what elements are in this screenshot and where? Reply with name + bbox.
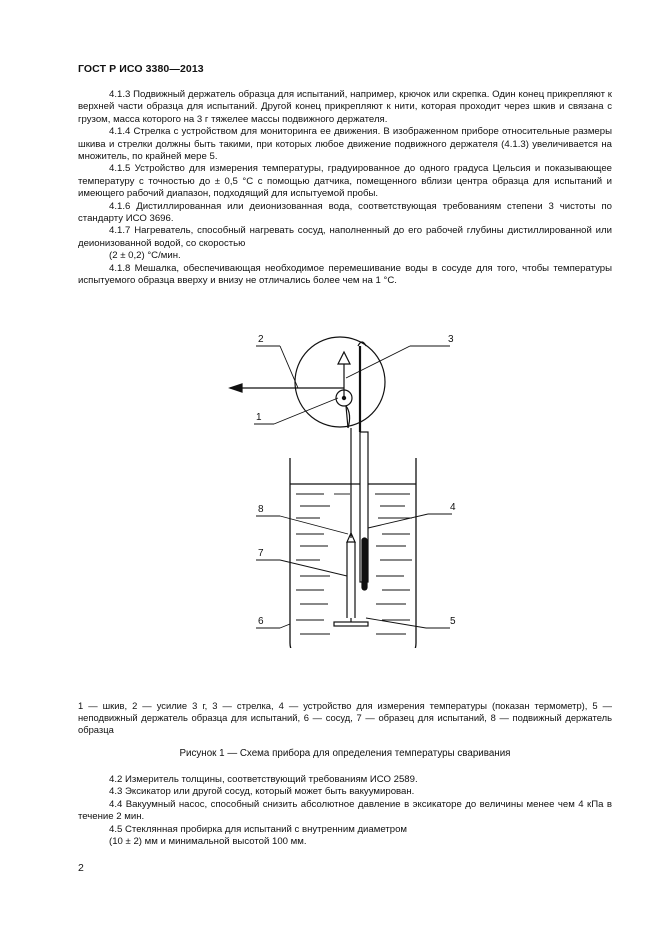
figure-legend: 1 — шкив, 2 — усилие 3 г, 3 — стрелка, 4…	[78, 700, 612, 735]
paragraph-4-2: 4.2 Измеритель толщины, соответствующий …	[109, 774, 418, 785]
force-arrow	[228, 383, 243, 393]
movable-holder-hook	[346, 531, 356, 543]
label-8: 8	[258, 504, 264, 515]
bottom-text-block: 4.2 Измеритель толщины, соответствующий …	[78, 774, 612, 848]
figure-title: Рисунок 1 — Схема прибора для определени…	[179, 748, 511, 759]
paragraph-4-1-6: 4.1.6 Дистиллированная или деионизованна…	[78, 200, 612, 225]
vessel	[289, 458, 417, 648]
paragraph-4-3: 4.3 Эксикатор или другой сосуд, который …	[109, 786, 415, 798]
top-text-block: 4.1.3 Подвижный держатель образца для ис…	[78, 89, 612, 288]
paragraph-4-1-8: 4.1.8 Мешалка, обеспечивающая необходимо…	[78, 262, 612, 287]
label-2: 2	[258, 334, 264, 345]
leader-3	[345, 345, 411, 379]
label-1: 1	[256, 412, 262, 423]
paragraph-4-5-cont: (10 ± 2) мм и минимальной высотой 100 мм…	[109, 836, 307, 848]
leader-6	[279, 623, 291, 629]
paragraph-4-1-4: 4.1.4 Стрелка с устройством для монитори…	[78, 126, 612, 163]
paragraph-4-1-7: 4.1.7 Нагреватель, способный нагревать с…	[78, 225, 612, 249]
paragraph-4-5: 4.5 Стеклянная пробирка для испытаний с …	[109, 823, 408, 835]
standard-header: ГОСТ Р ИСО 3380—2013	[78, 63, 204, 75]
paragraph-4-1-3: 4.1.3 Подвижный держатель образца для ис…	[78, 89, 612, 125]
label-4: 4	[450, 502, 456, 513]
leader-7	[279, 559, 348, 577]
water-lines	[296, 493, 412, 635]
paragraph-4-1-5: 4.1.5 Устройство для измерения температу…	[78, 163, 612, 200]
paragraph-4-4: 4.4 Вакуумный насос, способный снизить а…	[78, 798, 612, 823]
label-7: 7	[258, 548, 264, 559]
page-number: 2	[78, 862, 84, 874]
pointer-arrowhead	[337, 350, 351, 365]
apparatus-diagram: 2 3 1 8 4 7 5 6	[228, 334, 456, 648]
paragraph-4-1-7-rate: (2 ± 0,2) °С/мин.	[109, 250, 181, 262]
pulley-wheel	[294, 336, 386, 428]
fixed-holder	[333, 621, 369, 627]
leader-1	[273, 397, 339, 425]
label-3: 3	[448, 334, 454, 345]
label-6: 6	[258, 616, 264, 627]
label-5: 5	[450, 616, 456, 627]
leader-4	[367, 513, 429, 529]
leader-2	[279, 345, 299, 389]
thermometer-bulb	[361, 537, 368, 591]
leader-8	[279, 515, 349, 535]
leader-5	[365, 617, 427, 629]
